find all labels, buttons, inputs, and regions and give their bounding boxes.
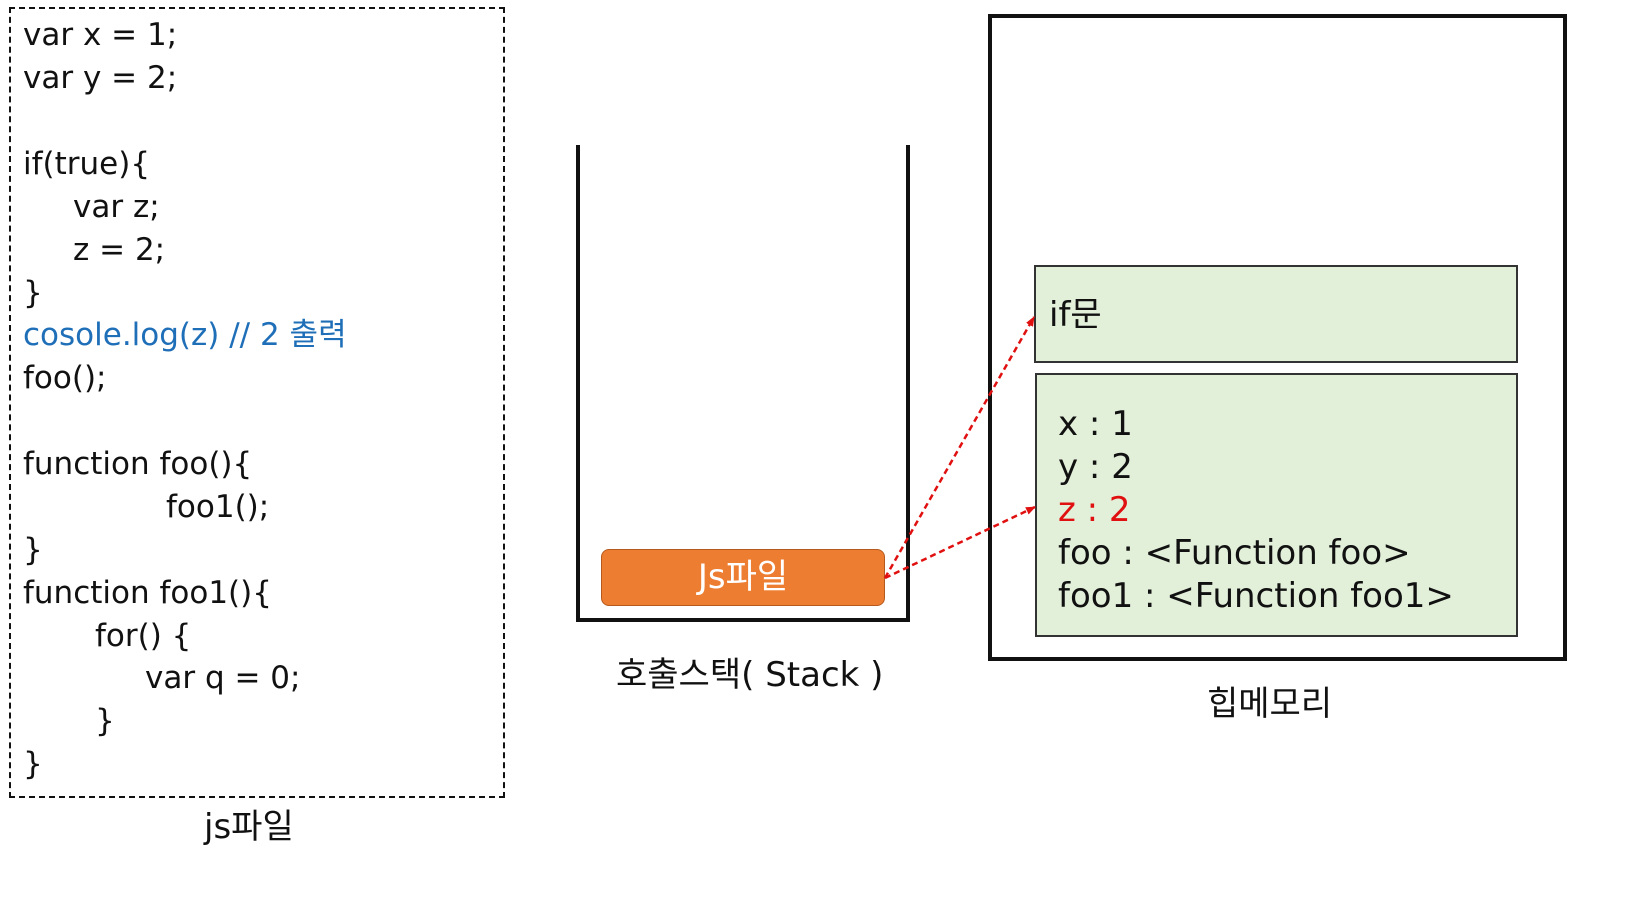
code-line-console-log: cosole.log(z) // 2 출력: [23, 317, 347, 353]
code-line-foo-close: }: [23, 532, 43, 568]
code-line-var-q: var q = 0;: [145, 660, 301, 696]
heap-entry-foo1: foo1 : <Function foo1>: [1058, 576, 1454, 616]
code-line-function-foo1: function foo1(){: [23, 575, 272, 611]
heap-entry-y: y : 2: [1058, 447, 1133, 487]
code-line-foo1-call: foo1();: [166, 489, 270, 525]
stack-frame-js-file: Js파일: [601, 549, 885, 606]
code-line-if: if(true){: [23, 146, 151, 182]
code-line-function-foo: function foo(){: [23, 446, 253, 482]
code-line-var-y: var y = 2;: [23, 60, 178, 96]
heap-entry-z: z : 2: [1058, 490, 1131, 530]
heap-memory-caption: 힙메모리: [1207, 684, 1333, 724]
heap-entry-x: x : 1: [1058, 404, 1133, 444]
global-scope-box: [1035, 373, 1518, 637]
heap-entry-foo: foo : <Function foo>: [1058, 533, 1411, 573]
code-line-for: for() {: [95, 618, 192, 654]
code-line-var-z: var z;: [73, 189, 160, 225]
js-file-panel: [9, 7, 505, 798]
js-file-caption: js파일: [204, 807, 294, 847]
code-line-for-close: }: [95, 703, 115, 739]
code-line-foo-call: foo();: [23, 360, 107, 396]
code-line-var-x: var x = 1;: [23, 17, 178, 53]
code-line-foo1-close: }: [23, 746, 43, 782]
code-line-z-assign: z = 2;: [73, 232, 166, 268]
if-scope-label: if문: [1049, 295, 1102, 335]
code-line-if-close: }: [23, 275, 43, 311]
if-scope-box: [1034, 265, 1518, 363]
call-stack-caption: 호출스택( Stack ): [616, 655, 884, 695]
